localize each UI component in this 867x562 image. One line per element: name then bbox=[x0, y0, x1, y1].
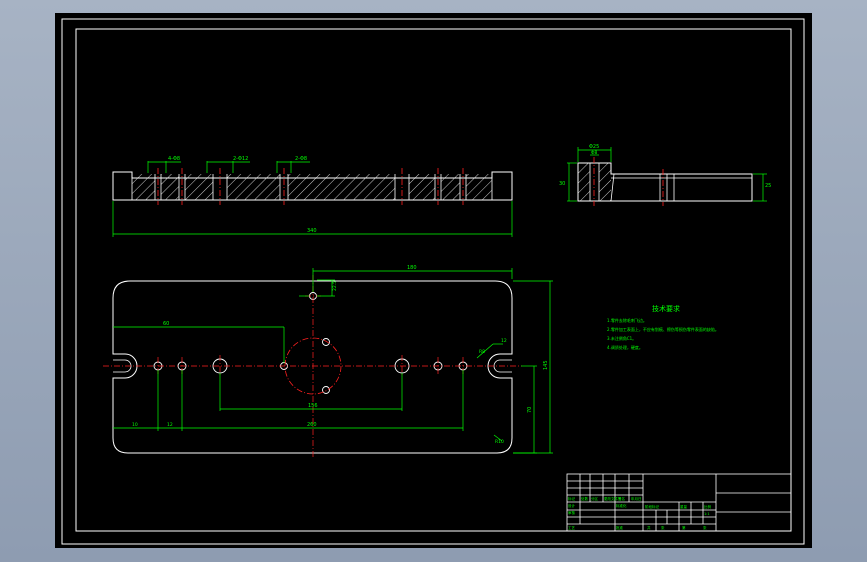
tb-label-sheet4: 张 bbox=[703, 525, 707, 530]
notes-line-4: 4.调质处理，硬度。 bbox=[607, 344, 643, 350]
hole-circle-bottom bbox=[322, 386, 330, 394]
front-dim-width: 340 bbox=[307, 228, 317, 234]
tb-label-date: 年月日 bbox=[631, 496, 642, 501]
tb-label-sheet2: 张 bbox=[661, 525, 665, 530]
tb-label-change: 更改文件号 bbox=[604, 496, 622, 501]
hole-circle-top bbox=[322, 338, 330, 346]
plan-dim-center-span: 156 bbox=[308, 403, 318, 409]
tb-label-weight: 重量 bbox=[680, 504, 688, 509]
notes-line-2: 2.零件加工表面上，不应有划痕、擦伤等损伤零件表面的缺陷。 bbox=[607, 326, 719, 332]
tb-label-design: 设计 bbox=[568, 503, 576, 508]
tb-label-approve: 批准 bbox=[616, 525, 624, 530]
title-block-labels: 标记 处数 分区 更改文件号 签名 年月日 设计 标准化 阶段标记 重量 比例 … bbox=[568, 496, 712, 530]
side-dim-top-inner: Φ8 bbox=[591, 150, 598, 156]
plan-dim-corner: R10 bbox=[495, 439, 504, 445]
plan-dim-left-small2: 12 bbox=[167, 422, 173, 428]
bolt-circle bbox=[284, 337, 342, 395]
plan-outline bbox=[112, 280, 513, 454]
notes-title: 技术要求 bbox=[652, 304, 680, 313]
inner-frame bbox=[75, 28, 792, 532]
tb-label-standard: 标准化 bbox=[616, 503, 627, 508]
plan-dim-right-inner: 70 bbox=[527, 407, 533, 413]
front-callout-2: 2-Φ12 bbox=[233, 156, 248, 162]
front-callout-3: 2-Φ8 bbox=[295, 156, 307, 162]
tb-label-audit: 审核 bbox=[568, 510, 576, 515]
tb-scale-value: 1:1 bbox=[704, 512, 710, 516]
outer-frame bbox=[61, 18, 805, 545]
tb-label-count: 处数 bbox=[581, 496, 589, 501]
front-callout-1: 4-Φ8 bbox=[168, 156, 180, 162]
side-view: Φ25 Φ8 30 25 bbox=[559, 144, 771, 206]
front-view: 4-Φ8 2-Φ12 2-Φ8 340 bbox=[112, 156, 513, 237]
tb-label-zone: 分区 bbox=[591, 496, 599, 501]
drawing-sheet: 4-Φ8 2-Φ12 2-Φ8 340 bbox=[55, 13, 812, 548]
side-dim-height-left: 30 bbox=[559, 181, 565, 187]
tb-label-process: 工艺 bbox=[568, 525, 576, 530]
cad-drawing: 4-Φ8 2-Φ12 2-Φ8 340 bbox=[61, 18, 805, 545]
plan-dim-top-height: 22.5 bbox=[332, 281, 338, 291]
tb-label-scale: 比例 bbox=[704, 504, 712, 509]
plan-dim-top-width: 180 bbox=[407, 265, 417, 271]
plan-dim-right-small: 12 bbox=[501, 338, 507, 344]
plan-dim-right-height: 145 bbox=[543, 360, 549, 370]
side-outline bbox=[577, 162, 753, 202]
technical-notes: 技术要求 1.零件去除毛刺飞边。 2.零件加工表面上，不应有划痕、擦伤等损伤零件… bbox=[607, 304, 719, 350]
tb-label-sheet3: 第 bbox=[682, 525, 686, 530]
notes-line-3: 3.未注倒角C1。 bbox=[607, 335, 636, 341]
plan-dim-left-offset: 60 bbox=[163, 321, 169, 327]
plan-dim-right-radius: R8 bbox=[479, 349, 485, 355]
side-dim-height-right: 25 bbox=[765, 183, 771, 189]
side-dim-top: Φ25 bbox=[589, 144, 599, 150]
tb-label-sheet: 共 bbox=[647, 525, 651, 530]
plan-dim-bottom-total: 260 bbox=[307, 422, 317, 428]
tb-label-mark: 标记 bbox=[568, 496, 576, 501]
title-block bbox=[566, 473, 792, 532]
plan-dim-left-small: 10 bbox=[132, 422, 138, 428]
notes-line-1: 1.零件去除毛刺飞边。 bbox=[607, 317, 647, 323]
plan-view: 180 22.5 60 145 70 156 260 10 12 R8 12 R… bbox=[103, 265, 553, 459]
tb-label-sign: 签名 bbox=[618, 496, 625, 501]
tb-label-stage: 阶段标记 bbox=[645, 504, 659, 509]
